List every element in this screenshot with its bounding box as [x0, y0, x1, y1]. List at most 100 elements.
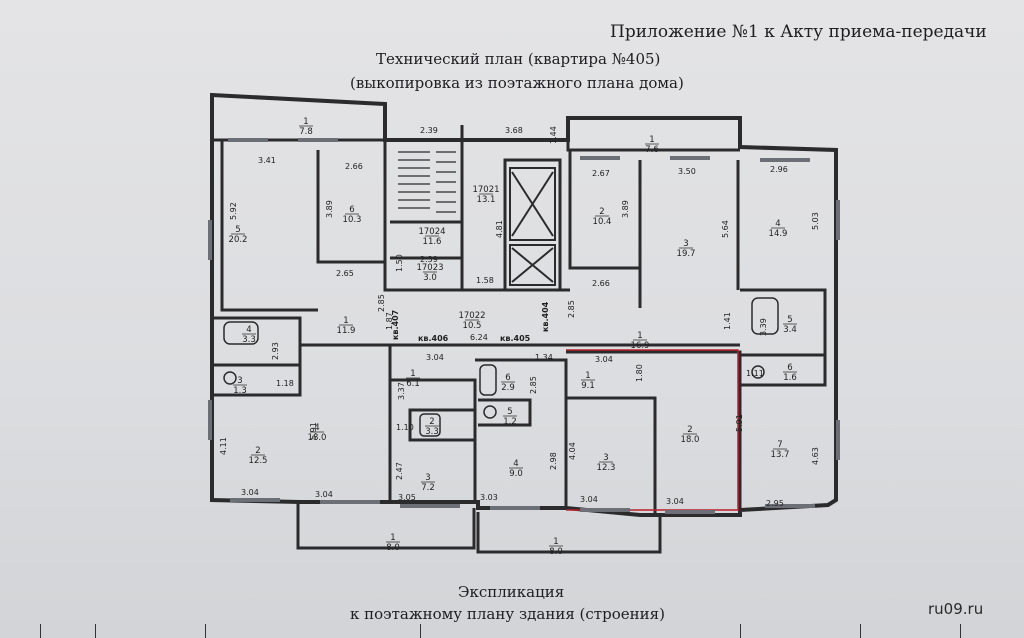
- dimension-label: 3.04: [595, 355, 613, 364]
- dimension-label: 5.91: [309, 422, 318, 440]
- dimension-label: 4.81: [495, 220, 504, 238]
- dimension-label: 3.03: [480, 493, 498, 502]
- dimension-label: 3.89: [325, 200, 334, 218]
- dimension-label: 3.04: [426, 353, 444, 362]
- dimension-label: 4.63: [811, 447, 820, 465]
- dimension-label: 2.85: [529, 376, 538, 394]
- dimension-label: 2.39: [420, 126, 438, 135]
- dimension-label: 3.50: [678, 167, 696, 176]
- dimension-label: 1.41: [723, 312, 732, 330]
- dimension-label: 2.98: [549, 452, 558, 470]
- dimension-label: 2.96: [770, 165, 788, 174]
- dimension-label: 5.64: [721, 220, 730, 238]
- dimension-label: 1.87: [385, 312, 394, 330]
- apartment-number-label: кв.405: [500, 334, 531, 343]
- dimension-label: 1.44: [549, 126, 558, 144]
- apartment-number-label: кв.404: [541, 301, 550, 332]
- dimension-label: 1.18: [276, 379, 294, 388]
- dimension-label: 2.66: [592, 279, 610, 288]
- dimension-label: 1.11: [746, 369, 764, 378]
- appendix-heading: Приложение №1 к Акту приема-передачи: [610, 22, 987, 42]
- dimension-label: 2.85: [567, 300, 576, 318]
- dimension-label: 4.11: [219, 437, 228, 455]
- dimension-label: 3.05: [398, 493, 416, 502]
- dimension-label: 2.85: [377, 294, 386, 312]
- dimension-label: 2.67: [592, 169, 610, 178]
- dimension-label: 6.24: [470, 333, 488, 342]
- dimension-label: 5.92: [229, 202, 238, 220]
- dimension-label: 2.47: [395, 462, 404, 480]
- explication-subtitle: к поэтажному плану здания (строения): [350, 605, 665, 623]
- dimension-label: 1.34: [535, 353, 553, 362]
- dimension-label: 5.91: [735, 414, 744, 432]
- dimension-label: 4.04: [568, 442, 577, 460]
- dimension-label: 2.93: [271, 342, 280, 360]
- explication-title: Экспликация: [458, 583, 565, 601]
- explication-table-top: [0, 624, 1024, 638]
- plan-title: Технический план (квартира №405): [376, 50, 661, 68]
- table-column-divider: [205, 624, 206, 638]
- table-column-divider: [420, 624, 421, 638]
- table-column-divider: [860, 624, 861, 638]
- dimension-label: 1.10: [396, 423, 414, 432]
- dimension-label: 3.04: [580, 495, 598, 504]
- dimension-label: 3.04: [666, 497, 684, 506]
- dimension-label: 3.39: [759, 318, 768, 336]
- table-column-divider: [95, 624, 96, 638]
- dimension-label: 1.50: [395, 254, 404, 272]
- table-column-divider: [740, 624, 741, 638]
- dimension-label: 1.58: [476, 276, 494, 285]
- dimension-label: 3.41: [258, 156, 276, 165]
- dimension-label: 3.04: [315, 490, 333, 499]
- apartment-number-label: кв.407: [391, 310, 400, 340]
- watermark-text: ru09.ru: [928, 600, 984, 618]
- table-column-divider: [40, 624, 41, 638]
- dimension-label: 2.66: [345, 162, 363, 171]
- dimension-label: 2.39: [420, 255, 438, 264]
- dimension-label: 3.04: [241, 488, 259, 497]
- dimension-label: 3.68: [505, 126, 523, 135]
- dimension-label: 3.37: [397, 382, 406, 400]
- dimension-label: 5.03: [811, 212, 820, 230]
- dimension-label: 2.95: [766, 499, 784, 508]
- dimension-label: 1.80: [635, 364, 644, 382]
- plan-subtitle: (выкопировка из поэтажного плана дома): [350, 74, 684, 92]
- apartment-number-label: кв.406: [418, 334, 449, 343]
- table-column-divider: [960, 624, 961, 638]
- dimension-label: 2.65: [336, 269, 354, 278]
- dimension-label: 3.89: [621, 200, 630, 218]
